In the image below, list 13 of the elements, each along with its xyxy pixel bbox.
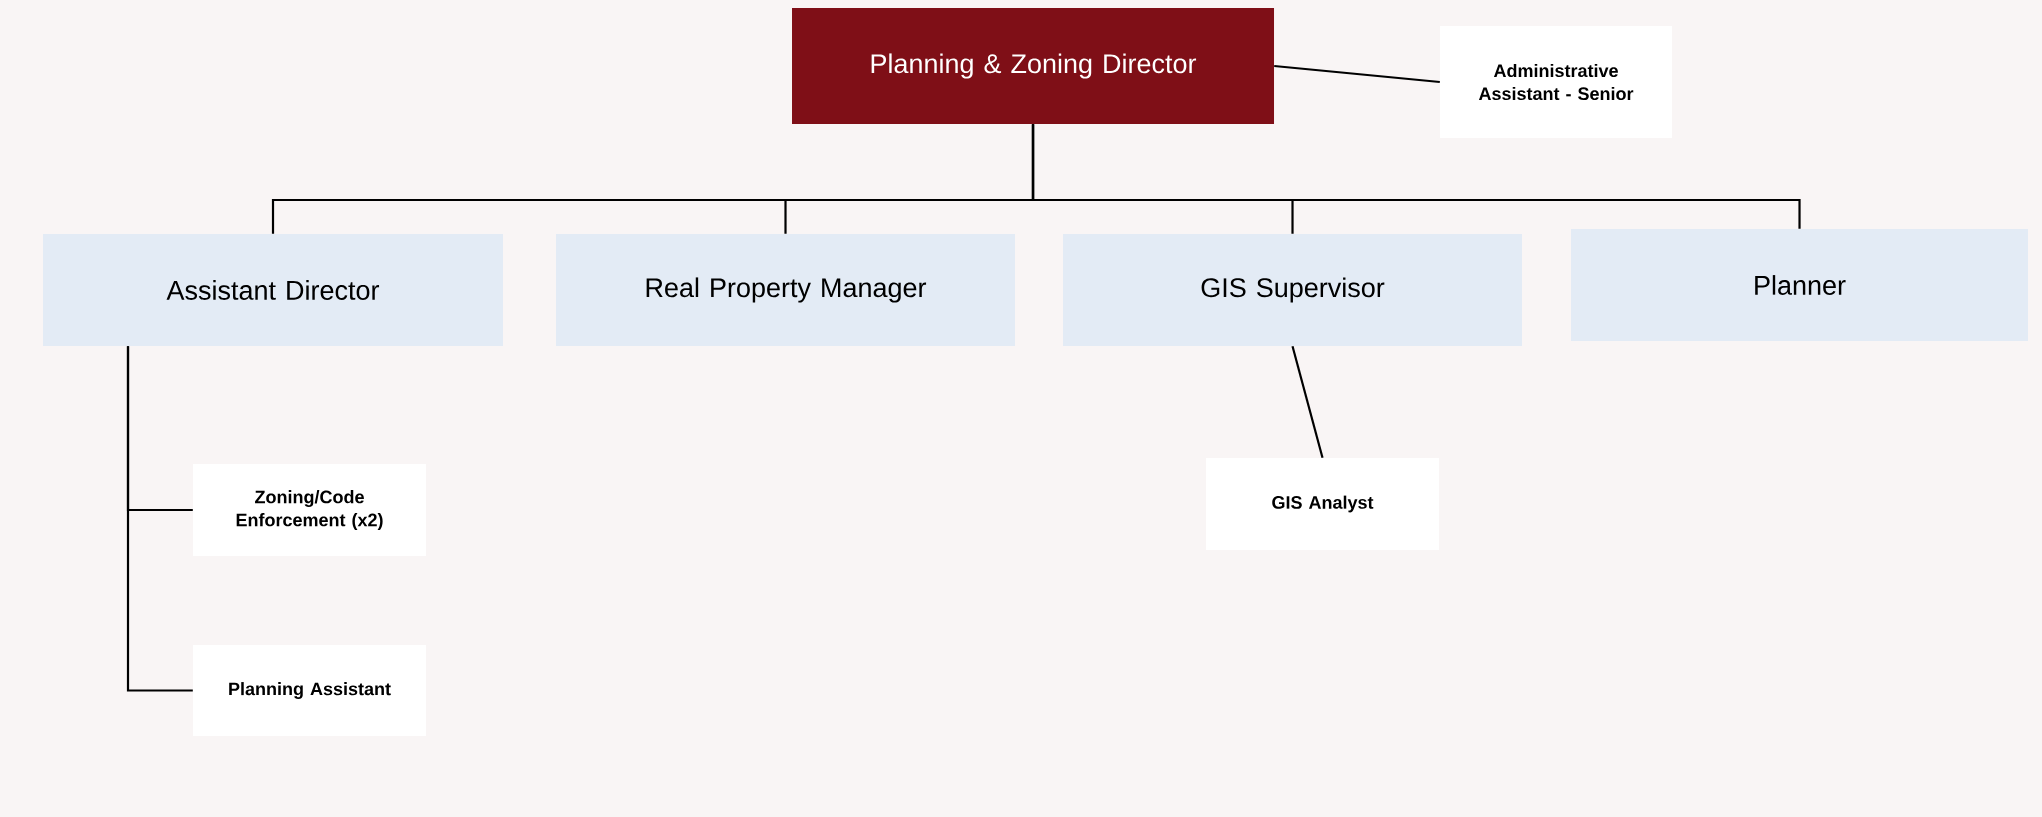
position-box: Real Property Manager [556,234,1015,346]
connector-line [1291,345,1324,459]
connector-line [1031,124,1801,229]
position-box: Zoning/Code Enforcement (x2) [193,464,426,556]
position-box: Planner [1571,229,2028,341]
position-box: Administrative Assistant - Senior [1440,26,1672,138]
position-box: Assistant Director [43,234,503,346]
process-box: Planning & Zoning Director [792,8,1274,124]
connector-line [1274,64,1440,84]
connector-line [126,346,193,692]
position-box: GIS Analyst [1206,458,1439,550]
position-box: Planning Assistant [193,645,426,736]
position-box: GIS Supervisor [1063,234,1522,346]
